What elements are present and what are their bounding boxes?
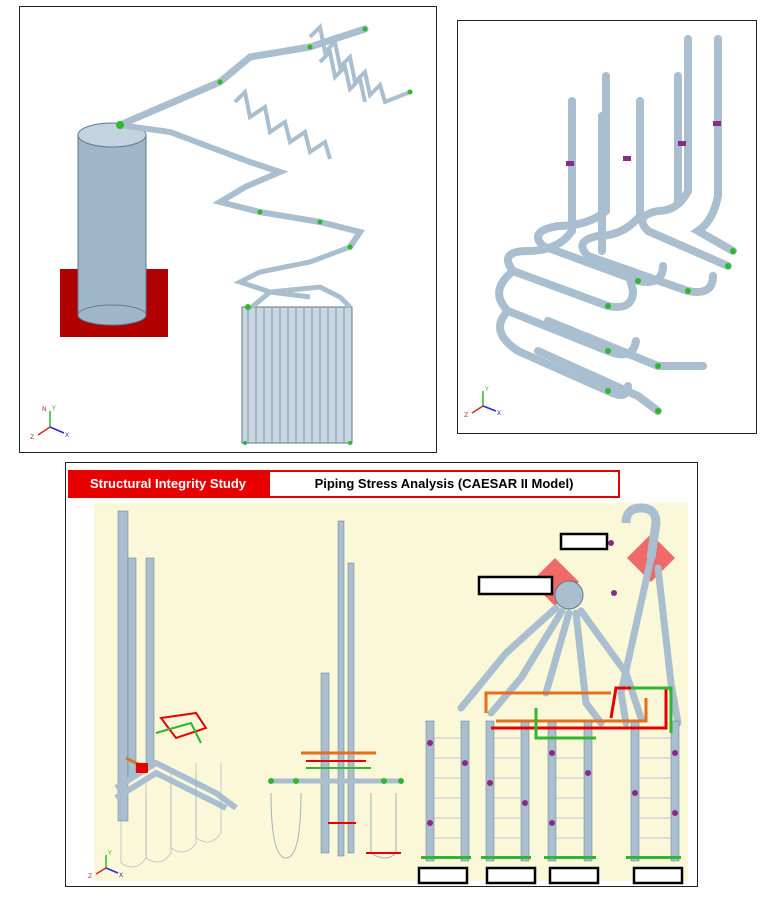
- coil-supports: [605, 248, 736, 414]
- right-plan-view: [421, 503, 682, 862]
- tube-bundle: [241, 284, 353, 444]
- axis-n-label: N: [42, 406, 47, 413]
- analysis-title-label: Piping Stress Analysis (CAESAR II Model): [268, 470, 620, 498]
- caesar-model-drawing: Y X Z: [88, 503, 688, 885]
- main-header-pipe: [116, 25, 369, 129]
- stress-analysis-panel: Y X Z: [65, 462, 698, 887]
- left-isometric-view: [114, 510, 238, 868]
- redacted-label-6: [632, 866, 684, 885]
- axis-triad: N Y X Z: [30, 405, 69, 441]
- serpentine-coils: [495, 187, 737, 415]
- redacted-label-5: [548, 866, 600, 885]
- valve-markers: [427, 540, 678, 826]
- redacted-label-1: [559, 532, 609, 551]
- axis-triad-b: Y X Z: [464, 386, 501, 419]
- axis-z-label-c: Z: [88, 873, 92, 880]
- vessel-bottom: [77, 304, 147, 326]
- overview-model-drawing: N Y X Z: [30, 22, 413, 445]
- base-supports: [421, 856, 681, 859]
- coil-detail-panel: Y X Z: [457, 20, 757, 434]
- coil-detail-drawing: Y X Z: [464, 35, 737, 419]
- axis-z-label: Z: [30, 434, 34, 441]
- redacted-label-2: [477, 575, 554, 596]
- vertical-vessel: [77, 134, 147, 316]
- isometric-overview-panel: N Y X Z: [19, 6, 437, 453]
- transfer-pipe: [117, 122, 365, 250]
- axis-z-label-b: Z: [464, 412, 468, 419]
- redaction-boxes: [417, 532, 684, 885]
- middle-elevation-view: [268, 520, 404, 859]
- axis-x-label-c: X: [119, 872, 123, 879]
- redacted-label-4: [485, 866, 537, 885]
- axis-y-label-b: Y: [484, 386, 489, 393]
- coil-valves: [566, 121, 721, 166]
- axis-triad-c: Y X Z: [88, 850, 123, 880]
- axis-y-label-c: Y: [107, 850, 112, 857]
- study-title-label: Structural Integrity Study: [68, 470, 268, 498]
- axis-y-label: Y: [51, 405, 56, 412]
- axis-x-label-b: X: [497, 410, 501, 417]
- axis-x-label: X: [65, 432, 69, 439]
- pipe-supports: [116, 26, 413, 445]
- redacted-label-3: [417, 866, 469, 885]
- upper-coil-group: [233, 22, 411, 160]
